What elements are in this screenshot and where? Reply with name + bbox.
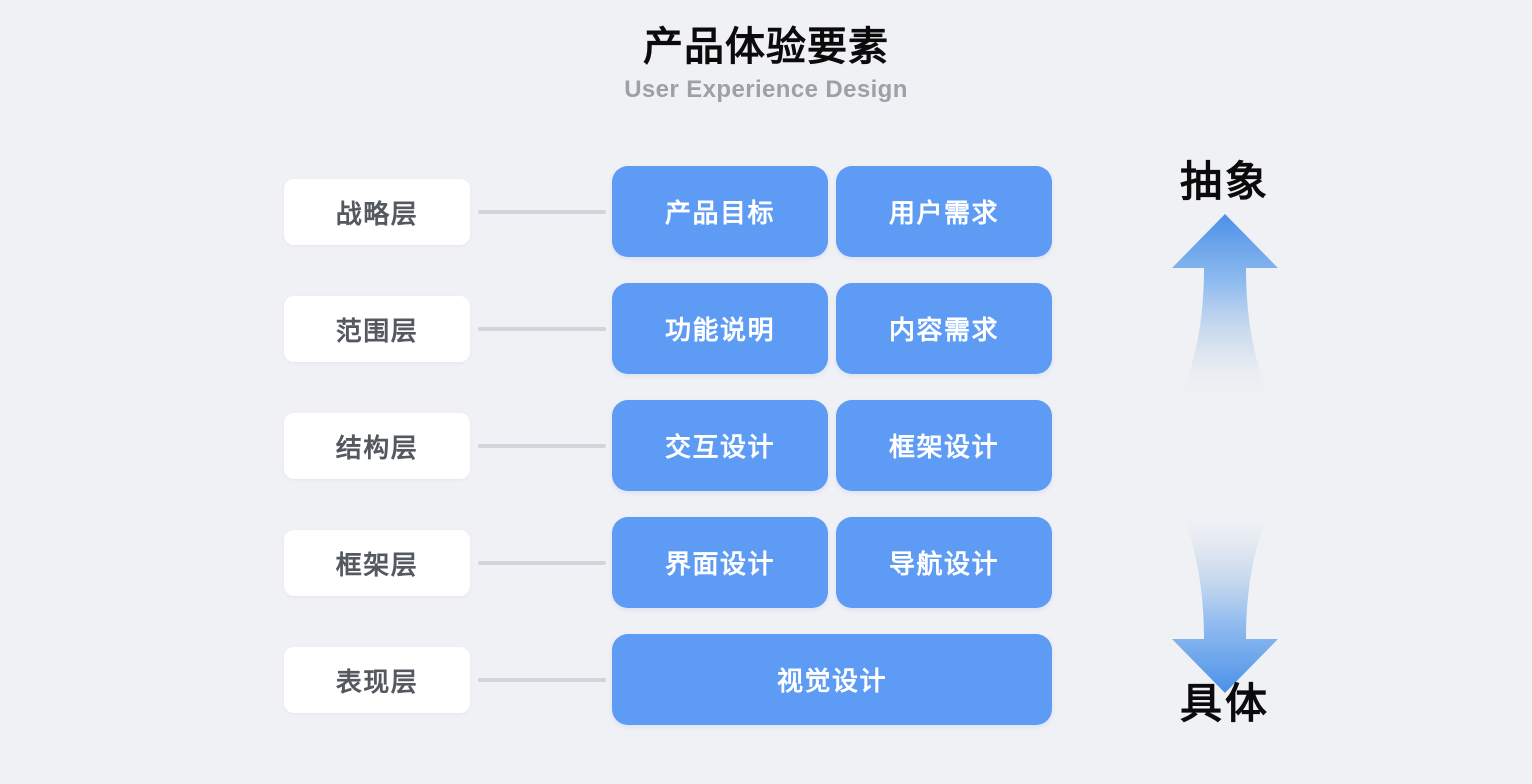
axis-label-concrete: 具体 [1179, 680, 1270, 727]
layer-cards: 视觉设计 [612, 634, 1052, 725]
element-card[interactable]: 视觉设计 [612, 634, 1052, 725]
element-card[interactable]: 用户需求 [836, 166, 1052, 257]
connector-line [478, 561, 606, 565]
element-card-label: 交互设计 [664, 432, 775, 462]
element-card-label: 用户需求 [888, 198, 999, 228]
sidebar-item-layer-scope[interactable]: 范围层 [284, 296, 470, 362]
layer-label-text: 战略层 [335, 198, 419, 229]
element-card[interactable]: 交互设计 [612, 400, 828, 491]
layer-label-text: 表现层 [335, 666, 419, 697]
arrow-down-gradient-icon [1166, 505, 1284, 695]
element-card-label: 内容需求 [888, 315, 999, 345]
element-card[interactable]: 功能说明 [612, 283, 828, 374]
connector-line [478, 444, 606, 448]
abstraction-axis: 抽象 [1140, 150, 1310, 750]
element-card-label: 框架设计 [888, 432, 999, 462]
element-card[interactable]: 内容需求 [836, 283, 1052, 374]
layer-label-text: 范围层 [335, 315, 419, 346]
connector-line [478, 678, 606, 682]
axis-label-abstract: 抽象 [1179, 158, 1270, 205]
page-header: 产品体验要素 User Experience Design [0, 22, 1532, 105]
layer-row: 战略层 产品目标 用户需求 [284, 166, 1052, 257]
page-title: 产品体验要素 [643, 25, 889, 69]
element-card-label: 功能说明 [664, 315, 775, 345]
element-card[interactable]: 界面设计 [612, 517, 828, 608]
layer-label-text: 结构层 [335, 432, 419, 463]
arrow-up-gradient-icon [1166, 212, 1284, 402]
layer-cards: 功能说明 内容需求 [612, 283, 1052, 374]
element-card-label: 视觉设计 [776, 666, 887, 696]
element-card[interactable]: 框架设计 [836, 400, 1052, 491]
sidebar-item-layer-skeleton[interactable]: 框架层 [284, 530, 470, 596]
layer-cards: 产品目标 用户需求 [612, 166, 1052, 257]
layer-cards: 交互设计 框架设计 [612, 400, 1052, 491]
page-subtitle: User Experience Design [624, 76, 908, 103]
element-card[interactable]: 导航设计 [836, 517, 1052, 608]
layer-row: 范围层 功能说明 内容需求 [284, 283, 1052, 374]
connector-line [478, 327, 606, 331]
element-card[interactable]: 产品目标 [612, 166, 828, 257]
sidebar-item-layer-structure[interactable]: 结构层 [284, 413, 470, 479]
connector-line [478, 210, 606, 214]
layer-label-text: 框架层 [335, 549, 419, 580]
element-card-label: 产品目标 [664, 198, 775, 228]
layer-cards: 界面设计 导航设计 [612, 517, 1052, 608]
sidebar-item-layer-surface[interactable]: 表现层 [284, 647, 470, 713]
element-card-label: 导航设计 [888, 549, 999, 579]
layer-row: 表现层 视觉设计 [284, 634, 1052, 725]
layer-row: 结构层 交互设计 框架设计 [284, 400, 1052, 491]
layer-row: 框架层 界面设计 导航设计 [284, 517, 1052, 608]
element-card-label: 界面设计 [664, 549, 775, 579]
sidebar-item-layer-strategy[interactable]: 战略层 [284, 179, 470, 245]
